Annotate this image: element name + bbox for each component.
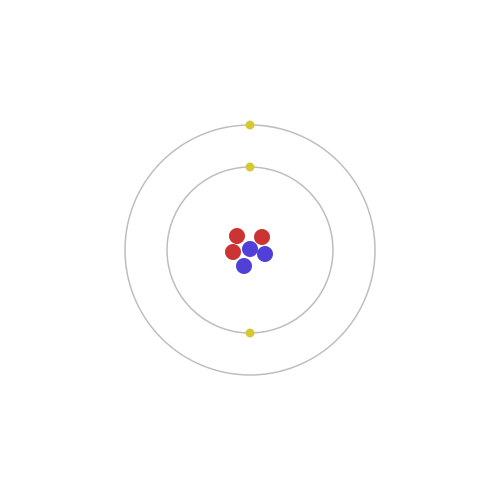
proton-3: [225, 244, 241, 260]
neutron-3: [236, 258, 252, 274]
electron-shell-1-2: [245, 328, 255, 338]
electron-group: [245, 120, 255, 338]
proton-2: [254, 229, 270, 245]
electron-shell-1-1: [245, 162, 255, 172]
neutron-1: [242, 241, 258, 257]
proton-1: [229, 228, 245, 244]
nucleus: [225, 228, 273, 274]
electron-shell-2-1: [245, 120, 255, 130]
neutron-2: [257, 246, 273, 262]
